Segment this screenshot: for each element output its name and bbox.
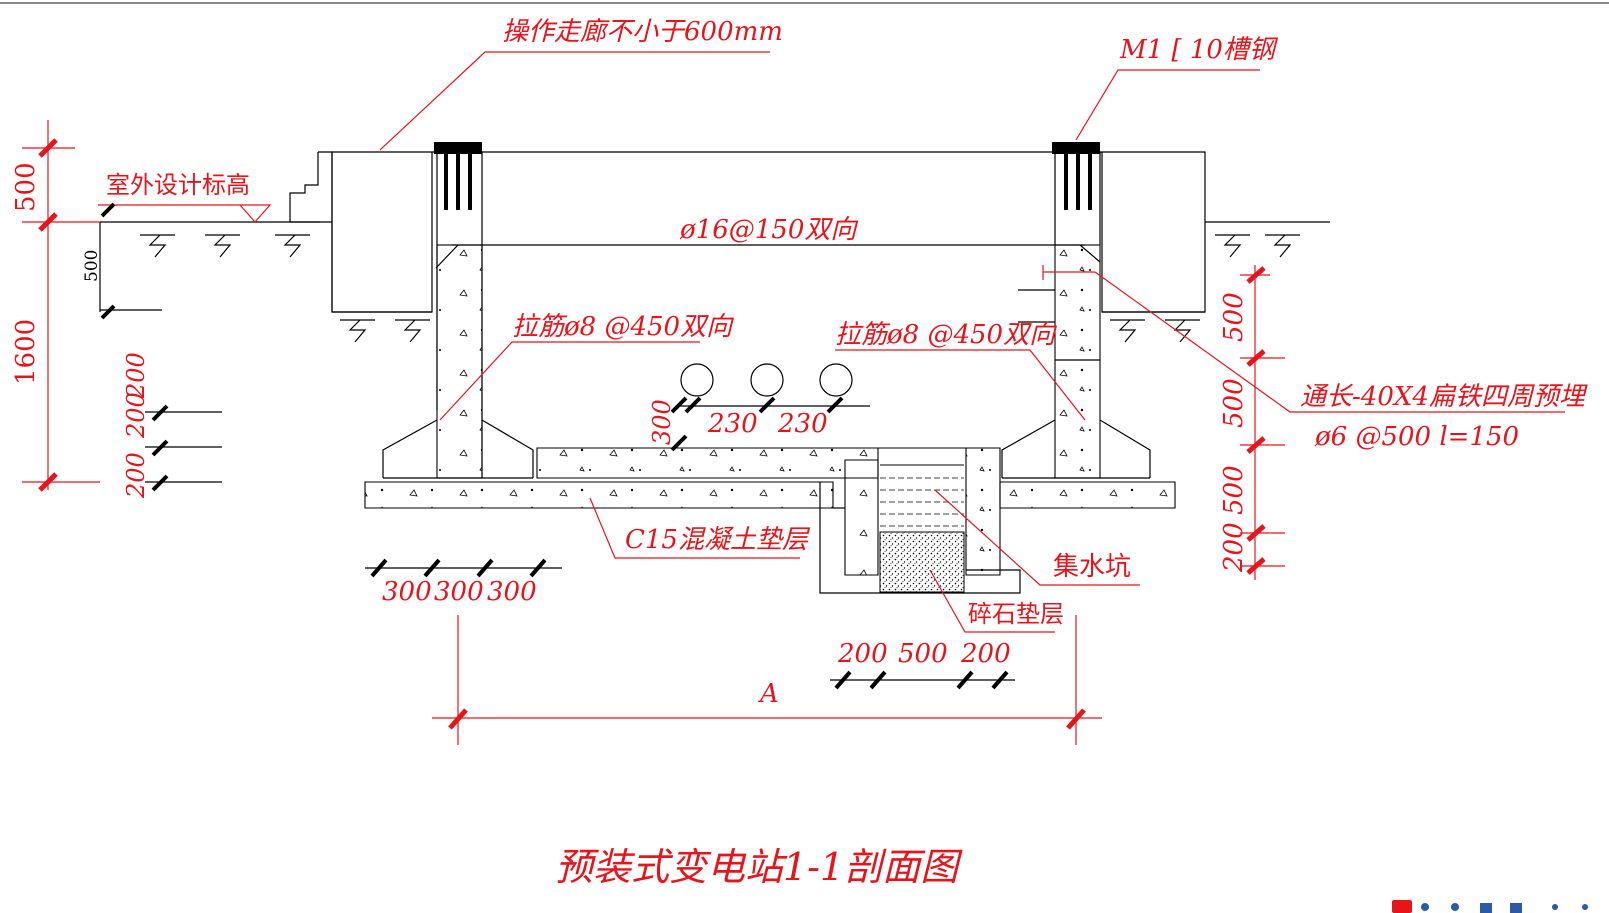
dim-right-200: 200 (1219, 522, 1249, 573)
anchor-label: ø6 @500 l=150 (1314, 422, 1519, 452)
dim-sump-500: 500 (898, 639, 948, 669)
dim-overall-a: A (758, 679, 779, 709)
dim-pipe-230-b: 230 (777, 409, 828, 439)
tie-rebar-left-label: 拉筋ø8 @450双向 (512, 312, 734, 342)
dim-pipe-300: 300 (648, 399, 676, 445)
outdoor-grade-label: 室外设计标高 (106, 171, 250, 199)
structure-linework (99, 142, 1330, 681)
dim-small-200-a: 200 (122, 392, 150, 439)
dimension-lines (22, 51, 1565, 745)
flat-iron-label: 通长-40X4扁铁四周预埋 (1300, 382, 1588, 412)
tie-rebar-right-label: 拉筋ø8 @450双向 (835, 320, 1057, 350)
gravel-label: 碎石垫层 (968, 600, 1064, 628)
dim-bottom-300-a: 300 (382, 577, 432, 607)
dim-small-200-c: 200 (122, 452, 150, 499)
dimension-values: 500 1600 500 200 200 200 300 300 300 230… (11, 162, 1249, 709)
taskbar-tray[interactable] (1392, 900, 1588, 913)
dim-pipe-230-a: 230 (707, 409, 758, 439)
corridor-label: 操作走廊不小于600mm (502, 17, 783, 47)
dim-left-500: 500 (11, 162, 41, 212)
channel-steel-label: M1 [ 10槽钢 (1119, 35, 1279, 65)
dim-small-200-b: 200 (122, 352, 150, 399)
dim-bottom-300-c: 300 (487, 577, 537, 607)
sump-label: 集水坑 (1053, 552, 1131, 582)
dim-right-500-a: 500 (1219, 292, 1249, 342)
top-rebar-label: ø16@150双向 (679, 215, 858, 245)
dim-right-500-b: 500 (1219, 378, 1249, 428)
dim-left-inner-500: 500 (82, 250, 102, 282)
annotations: 操作走廊不小于600mm M1 [ 10槽钢 室外设计标高 ø16@150双向 … (106, 17, 1588, 889)
dim-left-1600: 1600 (11, 319, 41, 385)
dim-sump-200-b: 200 (960, 639, 1011, 669)
small-dimension-ticks (100, 202, 1009, 690)
dim-sump-200-a: 200 (837, 639, 888, 669)
dim-right-500-c: 500 (1219, 465, 1249, 515)
drawing-title: 预装式变电站1-1剖面图 (555, 845, 963, 889)
cushion-label: C15混凝土垫层 (625, 525, 811, 555)
dim-bottom-300-b: 300 (434, 577, 484, 607)
